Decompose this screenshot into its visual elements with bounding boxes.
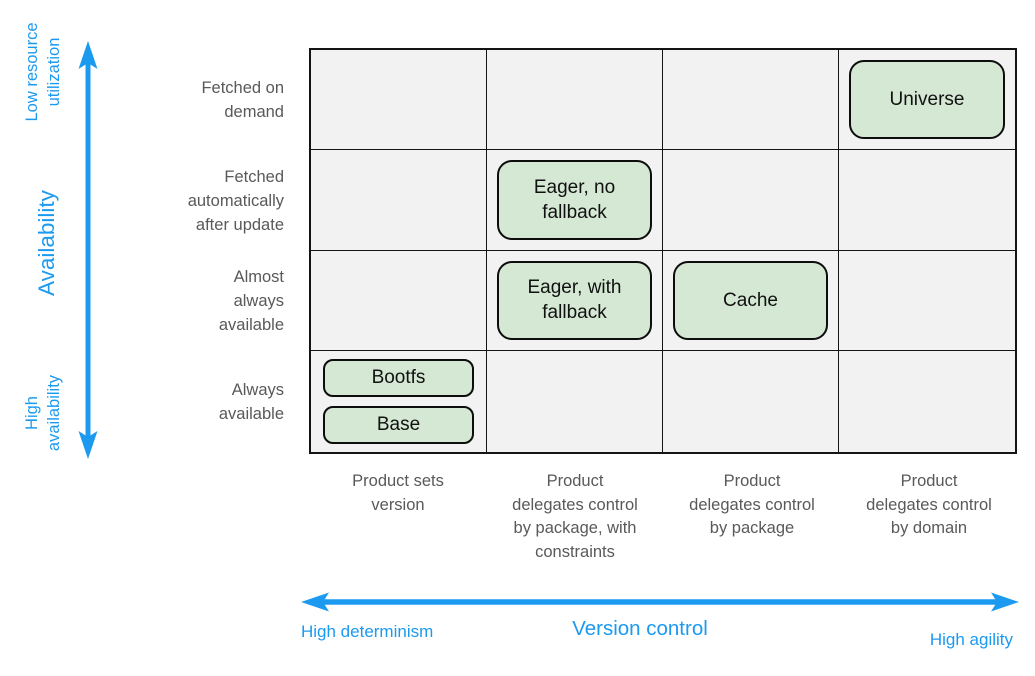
row-label-almost-always-available: Almost always available (218, 268, 284, 334)
node-eager-with-fallback: Eager, with fallback (497, 260, 652, 340)
grid-cell-r4c1: Bootfs Base (311, 351, 487, 452)
row-label-always-available: Always available (218, 381, 284, 423)
grid-cell-r1c1 (311, 50, 487, 151)
column-label-product-sets-version: Product sets version (352, 472, 444, 514)
grid-cell-r2c3 (663, 150, 839, 251)
axis-label-high-determinism: High determinism (301, 622, 434, 641)
axis-label-high-agility: High agility (929, 630, 1013, 649)
column-label-delegates-domain: Product delegates control by domain (866, 472, 992, 537)
grid-cell-r1c3 (663, 50, 839, 151)
grid-cell-r4c3 (663, 351, 839, 452)
version-control-axis-arrow-icon (301, 592, 1019, 612)
grid-cell-r1c2 (487, 50, 663, 151)
row-label-fetched-automatically: Fetched automatically after update (187, 168, 284, 234)
grid-cell-r3c3: Cache (663, 250, 839, 351)
grid-cell-r4c4 (839, 351, 1015, 452)
grid-cell-r2c1 (311, 150, 487, 251)
axis-title-version-control: Version control (572, 617, 708, 640)
grid-cell-r3c2: Eager, with fallback (487, 250, 663, 351)
grid-cell-r3c4 (839, 251, 1015, 351)
row-label-fetched-on-demand: Fetched on demand (201, 79, 284, 121)
grid-cell-r1c4: Universe (839, 50, 1015, 151)
availability-axis-arrow-icon (78, 41, 98, 459)
grid-cell-r3c1 (311, 250, 487, 351)
grid-cell-r4c2 (487, 351, 663, 452)
node-cache: Cache (673, 260, 828, 340)
node-eager-no-fallback: Eager, no fallback (497, 160, 652, 240)
node-universe: Universe (849, 60, 1005, 140)
grid-cell-r2c4 (839, 150, 1015, 251)
node-bootfs: Bootfs (323, 359, 474, 397)
column-label-delegates-package: Product delegates control by package (689, 472, 815, 537)
node-base: Base (323, 406, 474, 444)
grid-cell-r2c2: Eager, no fallback (487, 150, 663, 251)
matrix-grid: Universe Eager, no fallback Eager, with … (309, 48, 1017, 454)
axis-label-high-availability: High availability (23, 374, 63, 452)
column-label-delegates-package-constraints: Product delegates control by package, wi… (512, 472, 638, 561)
